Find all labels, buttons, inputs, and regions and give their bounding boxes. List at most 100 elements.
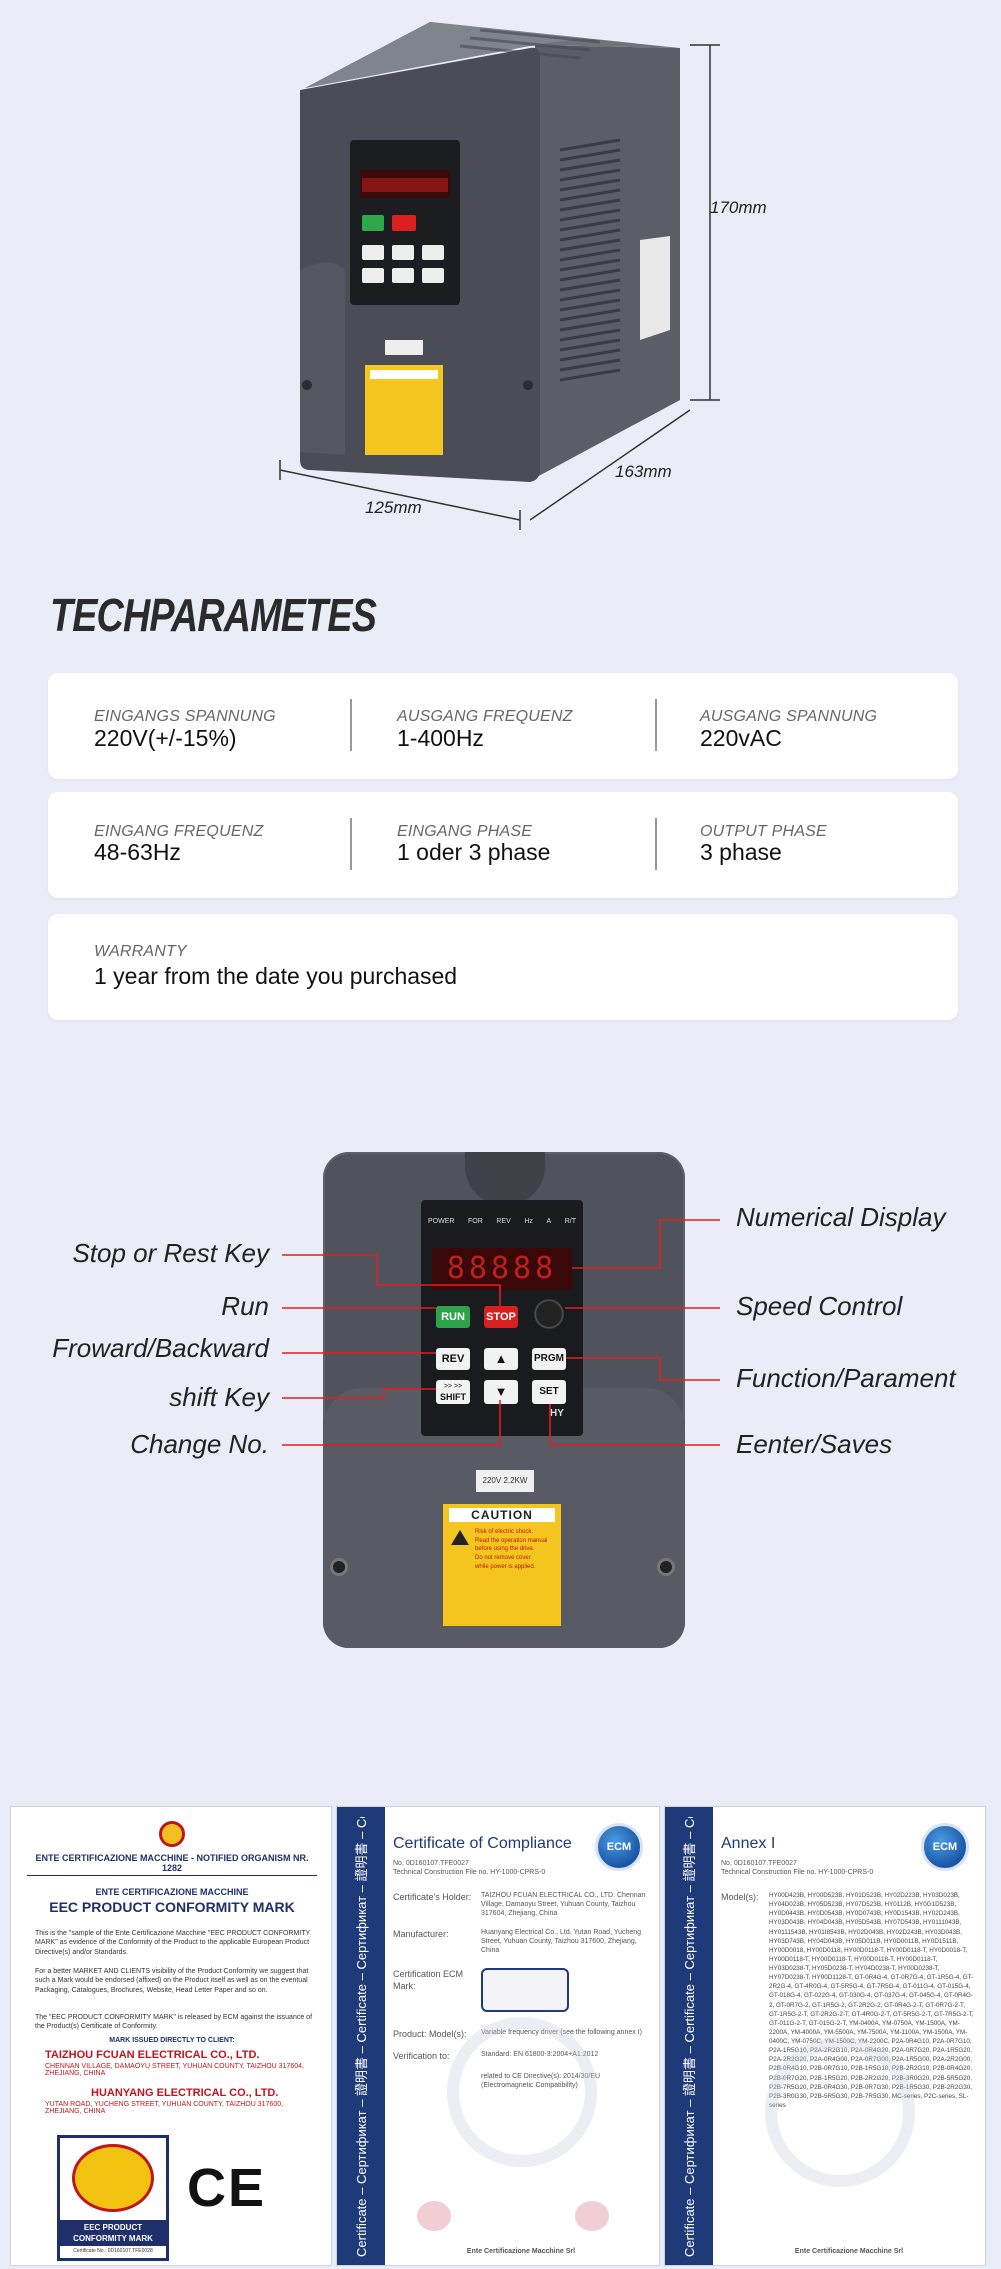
warning-triangle-icon xyxy=(451,1530,469,1545)
field-manufacturer: Manufacturer: Huanyang Electrical Co., L… xyxy=(393,1929,642,1955)
ecm-seal-icon xyxy=(72,2144,154,2212)
led-power: POWER xyxy=(428,1218,455,1225)
divider xyxy=(350,699,352,751)
vfd-drive-illustration xyxy=(279,22,720,530)
brand-logo: HY xyxy=(550,1408,564,1419)
eec-paragraph-1: This is the "sample of the Ente Certific… xyxy=(35,1930,311,1956)
eec-header: ENTE CERTIFICAZIONE MACCHINE - NOTIFIED … xyxy=(27,1853,317,1876)
caution-label: CAUTION Risk of electric shock. Read the… xyxy=(443,1504,561,1626)
keypad-diagram: POWER FOR REV Hz A R/T 88888 RUN STOP RE… xyxy=(0,1140,1001,1660)
param-label: EINGANG PHASE xyxy=(397,823,533,840)
eec-issued: MARK ISSUED DIRECTLY TO CLIENT: xyxy=(109,2037,235,2044)
rev-button[interactable]: REV xyxy=(436,1348,470,1370)
param-card-warranty: WARRANTY 1 year from the date you purcha… xyxy=(48,914,958,1020)
watermark-seal xyxy=(447,2017,597,2167)
param-input-phase: EINGANG PHASE 1 oder 3 phase xyxy=(351,792,654,898)
eec-mark-label: EEC PRODUCT CONFORMITY MARK xyxy=(60,2220,166,2246)
led-for: FOR xyxy=(468,1218,483,1225)
ecm-badge-icon: ECM xyxy=(595,1823,643,1871)
param-label: EINGANGS SPANNUNG xyxy=(94,708,276,725)
dimension-width: 125mm xyxy=(365,498,422,517)
divider xyxy=(655,699,657,751)
param-card-row-2: EINGANG FREQUENZ 48-63Hz EINGANG PHASE 1… xyxy=(48,792,958,898)
callout-forward-backward: Froward/Backward xyxy=(52,1333,269,1363)
param-value: 3 phase xyxy=(700,839,782,865)
param-input-frequency: EINGANG FREQUENZ 48-63Hz xyxy=(48,792,351,898)
param-value: 1 oder 3 phase xyxy=(397,839,551,865)
param-value: 220vAC xyxy=(700,725,782,751)
annex-no: No. 0D160107.TFE0027 xyxy=(721,1860,797,1867)
side-band-text: Certificate – Сертификат – 證明書 – Certifi… xyxy=(682,1817,697,2257)
ce-mark: CE xyxy=(187,2158,267,2218)
product-photo-section: 170mm 163mm 125mm xyxy=(0,0,1001,560)
param-value: 220V(+/-15%) xyxy=(94,725,237,751)
led-rev: REV xyxy=(496,1218,511,1225)
param-output-voltage: AUSGANG SPANNUNG 220vAC xyxy=(654,673,957,779)
compliance-tcf: Technical Construction File no. HY-1000-… xyxy=(393,1869,546,1876)
param-value: 1 year from the date you purchased xyxy=(94,963,458,989)
numerical-display: 88888 xyxy=(432,1248,572,1290)
certificate-side-band: Certificate – Сертификат – 證明書 – Certifi… xyxy=(665,1807,713,2265)
compliance-certificate: Certificate – Сертификат – 證明書 – Certifi… xyxy=(336,1806,660,2266)
led-rt: R/T xyxy=(564,1218,576,1225)
led-indicator-labels: POWER FOR REV Hz A R/T xyxy=(428,1218,576,1225)
compliance-title: Certificate of Compliance xyxy=(393,1835,572,1852)
callout-numerical-display: Numerical Display xyxy=(736,1202,946,1232)
divider xyxy=(655,818,657,870)
stop-button[interactable]: STOP xyxy=(484,1306,518,1328)
shift-button[interactable]: >> >> SHIFT xyxy=(436,1380,470,1404)
speed-control-knob[interactable] xyxy=(533,1298,565,1330)
signature-stamp-left xyxy=(417,2201,451,2231)
param-warranty: WARRANTY 1 year from the date you purcha… xyxy=(48,914,948,1020)
annex-tcf: Technical Construction File no. HY-1000-… xyxy=(721,1869,874,1876)
eec-mark-cert-no: Certificate No.: 0D160107.TFE0028 xyxy=(73,2248,153,2254)
eec-title2: EEC PRODUCT CONFORMITY MARK xyxy=(49,1899,295,1915)
down-arrow-button[interactable]: ▼ xyxy=(484,1380,518,1404)
eec-certificate: ENTE CERTIFICAZIONE MACCHINE - NOTIFIED … xyxy=(10,1806,332,2266)
field-ecm-mark: Certification ECM Mark: xyxy=(393,1967,649,2016)
param-output-frequency: AUSGANG FREQUENZ 1-400Hz xyxy=(351,673,654,779)
up-arrow-button[interactable]: ▲ xyxy=(484,1348,518,1370)
callout-shift-key: shift Key xyxy=(169,1382,269,1412)
param-label: OUTPUT PHASE xyxy=(700,823,827,840)
ecm-mark-box xyxy=(481,1967,569,2012)
prgm-button[interactable]: PRGM xyxy=(532,1348,566,1370)
param-label: AUSGANG SPANNUNG xyxy=(700,708,878,725)
param-value: 1-400Hz xyxy=(397,725,484,751)
rating-plate: 220V 2.2KW xyxy=(476,1470,534,1492)
param-value: 48-63Hz xyxy=(94,839,181,865)
eec-paragraph-3: The "EEC PRODUCT CONFORMITY MARK" is rel… xyxy=(35,2014,313,2031)
annex-footer: Ente Certificazione Macchine Srl xyxy=(794,2248,904,2255)
shift-label: SHIFT xyxy=(440,1392,466,1402)
param-input-voltage: EINGANGS SPANNUNG 220V(+/-15%) xyxy=(48,673,351,779)
techparameters-title: TECHPARAMETES xyxy=(50,589,377,641)
param-label: AUSGANG FREQUENZ xyxy=(397,708,573,725)
param-label: EINGANG FREQUENZ xyxy=(94,823,264,840)
param-label: WARRANTY xyxy=(94,943,187,960)
set-button[interactable]: SET xyxy=(532,1380,566,1404)
led-a: A xyxy=(546,1218,552,1225)
screw xyxy=(657,1558,675,1576)
compliance-no: No. 0D160107.TFE0027 xyxy=(393,1860,469,1867)
caution-text: Risk of electric shock. Read the operati… xyxy=(475,1529,548,1570)
eec-conformity-mark: EEC PRODUCT CONFORMITY MARK Certificate … xyxy=(57,2135,169,2261)
eec-paragraph-2: For a better MARKET AND CLIENTS visibili… xyxy=(35,1968,309,1994)
led-hz: Hz xyxy=(524,1218,533,1225)
eec-company-1: TAIZHOU FCUAN ELECTRICAL CO., LTD. xyxy=(45,2049,260,2061)
ecm-emblem-icon xyxy=(159,1821,185,1847)
callout-lines xyxy=(282,1219,720,1446)
eec-address-2: YUTAN ROAD, YUCHENG STREET, YUHUAN COUNT… xyxy=(45,2101,284,2115)
param-card-row-1: EINGANGS SPANNUNG 220V(+/-15%) AUSGANG F… xyxy=(48,673,958,779)
ecm-badge-icon: ECM xyxy=(921,1823,969,1871)
signature-stamp-right xyxy=(575,2201,609,2231)
annex-certificate: Certificate – Сертификат – 證明書 – Certifi… xyxy=(664,1806,986,2266)
callout-speed-control: Speed Control xyxy=(736,1291,903,1321)
display-digits: 88888 xyxy=(446,1251,558,1286)
eec-address-1: CHENNAN VILLAGE, DAMAOYU STREET, YUHUAN … xyxy=(45,2063,304,2077)
dimension-depth: 163mm xyxy=(615,462,672,481)
callout-run: Run xyxy=(221,1291,269,1321)
run-button[interactable]: RUN xyxy=(436,1306,470,1328)
annex-models-label: Model(s): xyxy=(721,1892,759,1902)
callout-enter-saves: Eenter/Saves xyxy=(736,1429,893,1459)
divider xyxy=(350,818,352,870)
